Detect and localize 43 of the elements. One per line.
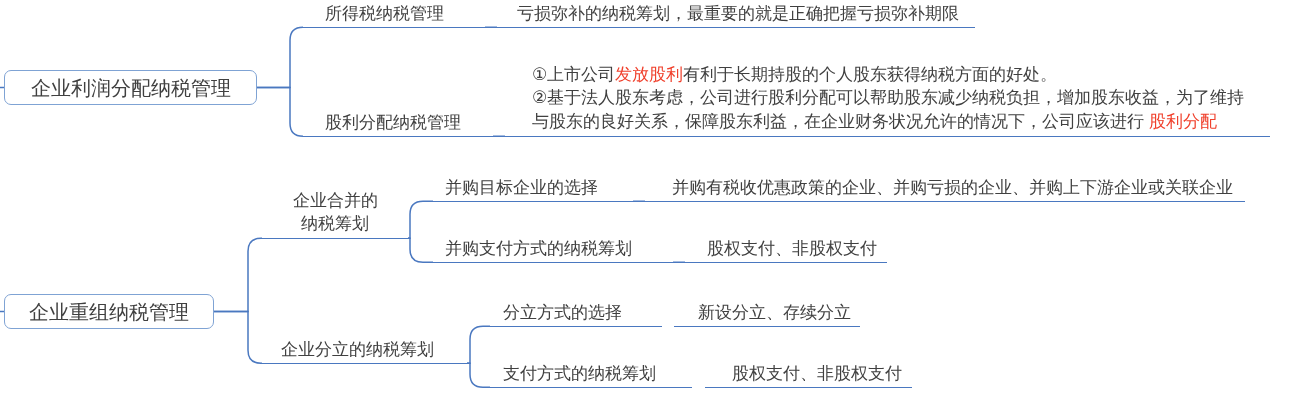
topic-text: 股权支付、非股权支付 [707,238,878,259]
topic-text: 分立方式的选择 [503,302,623,323]
underlined-topic [685,239,887,263]
topic-text: 支付方式的纳税筹划 [503,363,657,384]
root-topic-box [4,294,214,329]
underlined-topic [497,4,975,28]
underlined-topic [490,303,662,327]
underlined-topic [705,364,912,388]
topic-text: 股利分配纳税管理 [325,112,462,133]
topic-text: 新设分立、存续分立 [698,302,852,323]
underlined-topic [433,239,673,263]
note-text: ②基于法人股东考虑，公司进行股利分配可以帮助股东减少纳税负担，增加股东收益，为了维持与股东的良好关系，保障股东利益，在企业财务状况允许的情况下，公司应该进行 股利分配 [532,86,1246,133]
topic-text: 亏损弥补的纳税筹划，最重要的就是正确把握亏损弥补期限 [517,3,960,24]
note-text: ①上市公司发放股利有利于长期持股的个人股东获得纳税方面的好处。 [532,62,1059,86]
topic-text: 股权支付、非股权支付 [732,363,903,384]
connector-line [632,200,646,202]
underlined-topic [262,340,467,364]
connector-line [492,135,506,137]
connector-line [466,362,491,388]
underlined-topic [303,113,493,137]
connector-line [407,200,434,239]
connector-line [672,261,686,263]
topic-text: 企业合并的纳税筹划 [291,189,379,235]
topic-text: 并购目标企业的选择 [445,177,599,198]
root-topic-box [4,70,257,105]
underlined-topic [674,303,860,327]
connector-line [0,310,5,313]
connector-line [466,325,491,364]
underlined-topic [262,189,408,239]
underlined-topic [433,178,633,202]
topic-text: 并购有税收优惠政策的企业、并购亏损的企业、并购上下游企业或关联企业 [672,177,1234,198]
topic-text: 所得税纳税管理 [325,3,445,24]
underlined-topic [505,62,1270,137]
connector-line [407,237,434,263]
topic-text: 并购支付方式的纳税筹划 [445,238,633,259]
topic-text: 企业分立的纳税筹划 [281,339,435,360]
underlined-topic [490,364,692,388]
connector-line [0,86,5,89]
connector-line [484,26,498,28]
underlined-topic [303,4,485,28]
topic-text: 企业利润分配纳税管理 [30,75,231,100]
underlined-topic [645,178,1245,202]
topic-text: 企业重组纳税管理 [29,299,189,324]
